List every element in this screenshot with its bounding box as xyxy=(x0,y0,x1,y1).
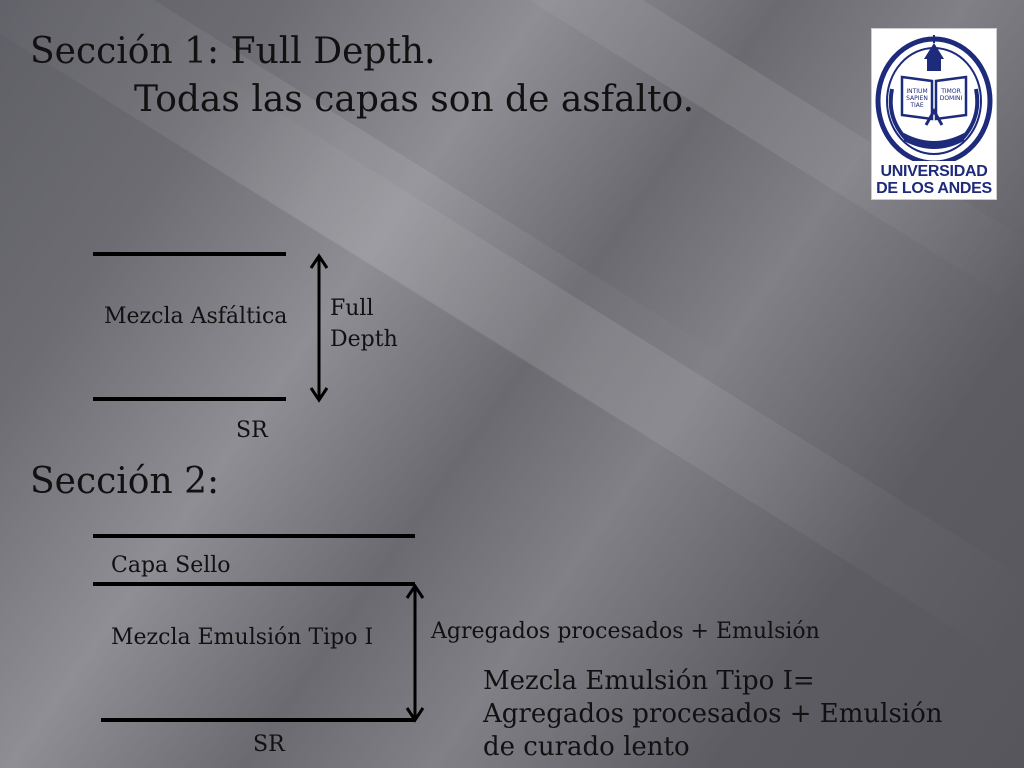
svg-text:TIAE: TIAE xyxy=(909,102,924,109)
logo-text-line2: DE LOS ANDES xyxy=(876,180,992,197)
university-logo: INTIUM SAPIEN TIAE TIMOR DOMINI UNIVERSI… xyxy=(871,28,997,200)
section2-top-line xyxy=(93,534,415,538)
svg-text:TIMOR: TIMOR xyxy=(940,88,961,95)
logo-text-line1: UNIVERSIDAD xyxy=(880,163,988,180)
svg-text:SAPIEN: SAPIEN xyxy=(906,95,928,102)
slide-title-line1: Sección 1: Full Depth. xyxy=(30,31,436,72)
svg-text:DOMINI: DOMINI xyxy=(940,95,963,102)
section2-base-label: SR xyxy=(253,732,285,757)
section1-bottom-line xyxy=(93,397,286,401)
section2-top-layer-label: Capa Sello xyxy=(111,553,231,578)
university-seal-icon: INTIUM SAPIEN TIAE TIMOR DOMINI xyxy=(875,35,993,166)
section2-bottom-line xyxy=(101,718,415,722)
slide-title-line2: Todas las capas son de asfalto. xyxy=(134,79,695,120)
svg-text:INTIUM: INTIUM xyxy=(906,88,927,95)
section2-arrow-label: Agregados procesados + Emulsión xyxy=(431,619,820,644)
section1-depth-label-line2: Depth xyxy=(330,327,398,352)
section2-definition: Mezcla Emulsión Tipo I= Agregados proces… xyxy=(483,666,943,762)
section2-title: Sección 2: xyxy=(30,461,220,502)
section1-layer-label: Mezcla Asfáltica xyxy=(104,304,288,329)
section2-middle-line xyxy=(93,582,415,586)
section2-depth-arrow-icon xyxy=(405,584,425,723)
section1-base-label: SR xyxy=(236,418,268,443)
section1-top-line xyxy=(93,252,286,256)
section1-depth-arrow-icon xyxy=(309,253,329,403)
section2-main-layer-label: Mezcla Emulsión Tipo I xyxy=(111,625,374,650)
section1-depth-label-line1: Full xyxy=(330,296,374,321)
